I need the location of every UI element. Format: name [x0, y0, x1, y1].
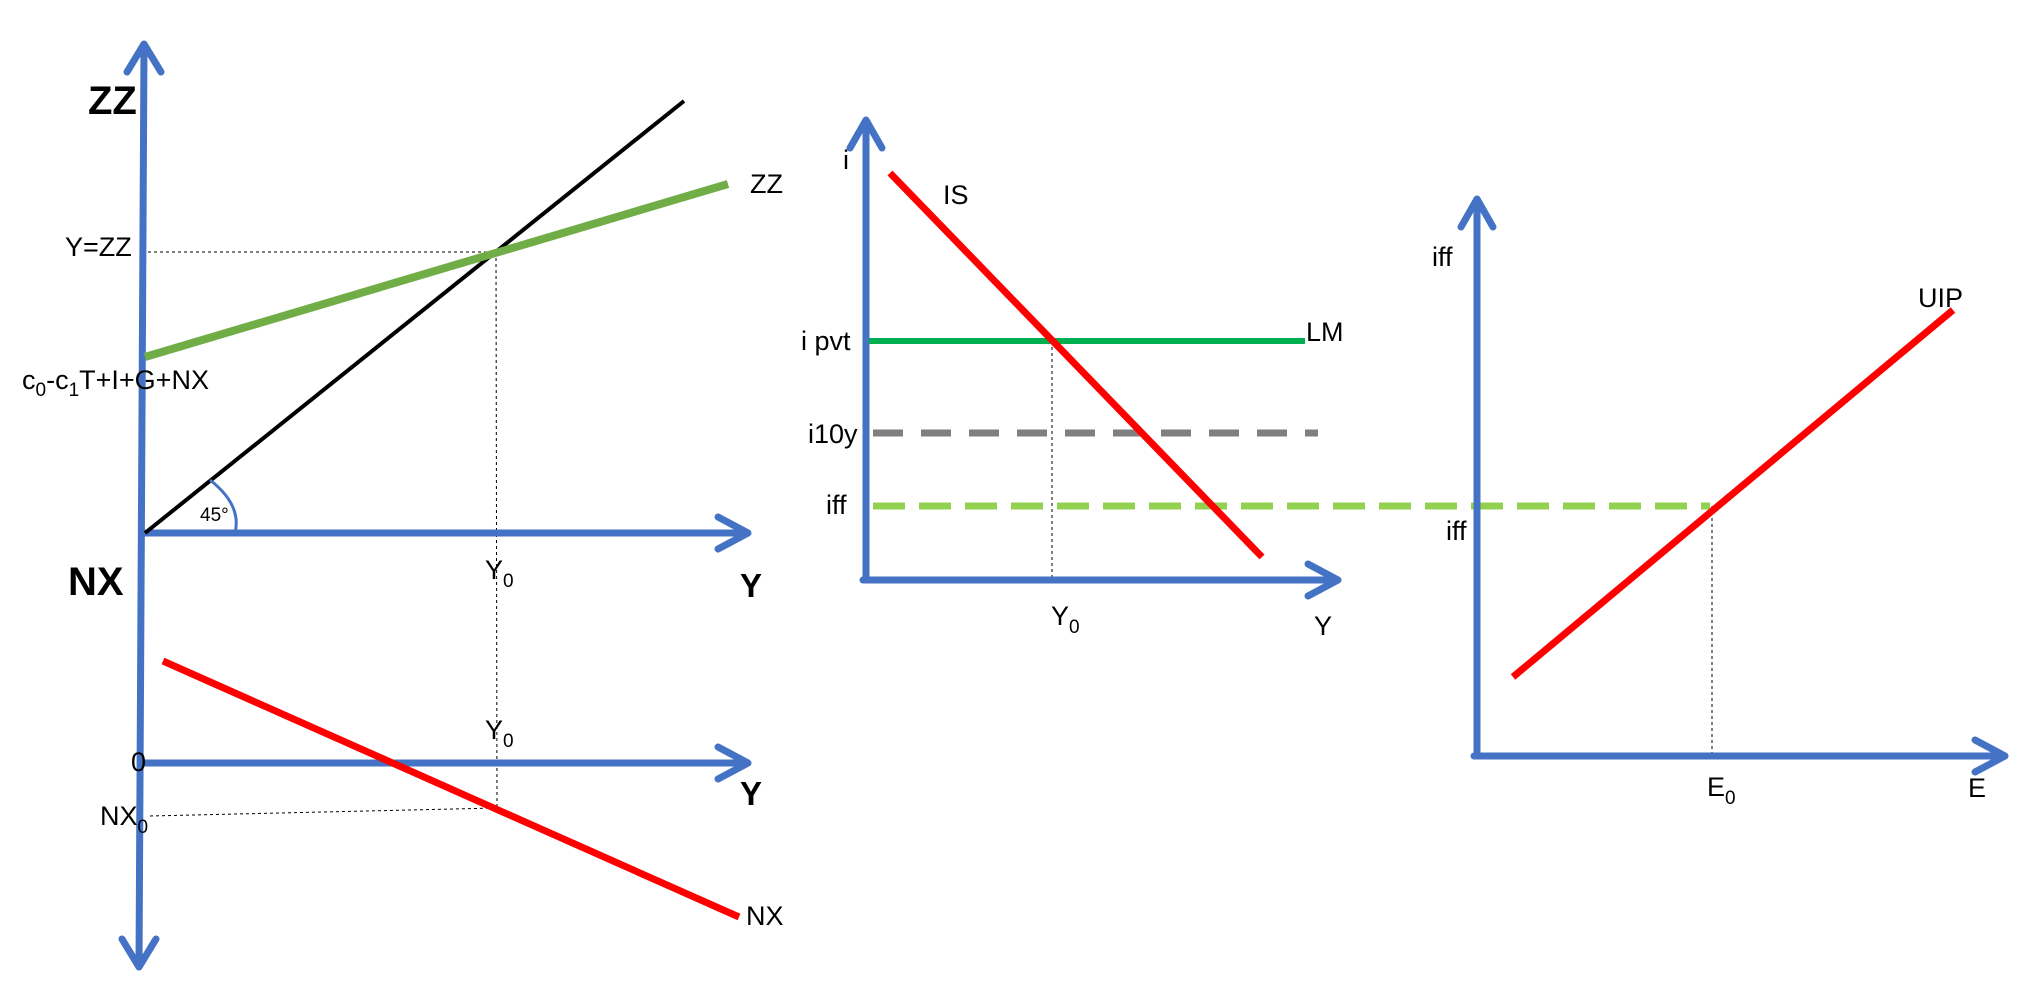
zz-axis-label: ZZ — [88, 79, 137, 123]
intercept-label: c0-c1T+I+G+NX — [22, 365, 209, 401]
y0-bottom-label: Y0 — [485, 715, 514, 752]
forty-five-degree-line — [143, 99, 686, 535]
e0-label: E0 — [1707, 772, 1736, 809]
i-axis-arrowhead — [846, 116, 886, 152]
e-axis-label: E — [1968, 773, 1986, 803]
iff-middle-label: iff — [826, 490, 847, 520]
nx-curve-label: NX — [746, 901, 784, 931]
y-axis-top-label: Y — [740, 567, 762, 604]
y-axis-middle-label: Y — [1314, 611, 1332, 641]
zz-line — [143, 180, 730, 361]
uip-label: UIP — [1918, 283, 1963, 313]
is-label: IS — [943, 180, 969, 210]
y-axis-bottom-label: Y — [740, 775, 762, 812]
iff-axis-label: iff — [1432, 242, 1453, 272]
lm-label: LM — [1306, 317, 1344, 347]
right-panel: iff UIP iff E0 E — [1432, 195, 2009, 809]
middle-panel: i IS i pvt LM i10y iff Y0 Y — [801, 116, 1710, 641]
nx-line — [161, 657, 741, 921]
nx-axis-arrowhead — [118, 935, 160, 971]
is-line — [887, 170, 1265, 560]
i-pvt-label: i pvt — [801, 326, 851, 356]
angle-label: 45° — [200, 505, 229, 526]
i10y-label: i10y — [808, 419, 858, 449]
nx0-guide — [149, 807, 497, 817]
nx0-label: NX0 — [100, 801, 148, 838]
y-axis-top-arrowhead — [714, 513, 752, 553]
iff-axis-arrowhead — [1457, 195, 1497, 231]
y-axis-bottom-arrowhead — [714, 743, 752, 783]
nx-axis-label: NX — [68, 560, 124, 604]
y0-top-label: Y0 — [485, 555, 514, 592]
zz-curve-label: ZZ — [750, 169, 783, 199]
left-panel: ZZ ZZ Y=ZZ c0-c1T+I+G+NX 45° NX Y Y0 Y0 … — [22, 40, 784, 971]
angle-arc — [209, 478, 238, 534]
y-equals-zz-label: Y=ZZ — [65, 232, 132, 262]
y-axis-middle-arrowhead — [1304, 560, 1342, 600]
y0-middle-label: Y0 — [1051, 601, 1080, 638]
zz-axis-arrowhead — [123, 40, 165, 76]
iff-level-label: iff — [1446, 516, 1467, 546]
zero-label: 0 — [131, 747, 146, 777]
i-axis-label: i — [843, 145, 849, 175]
zz-nx-vertical-axis — [135, 42, 148, 969]
e-axis-arrowhead — [1971, 736, 2009, 776]
uip-line — [1510, 307, 1956, 680]
